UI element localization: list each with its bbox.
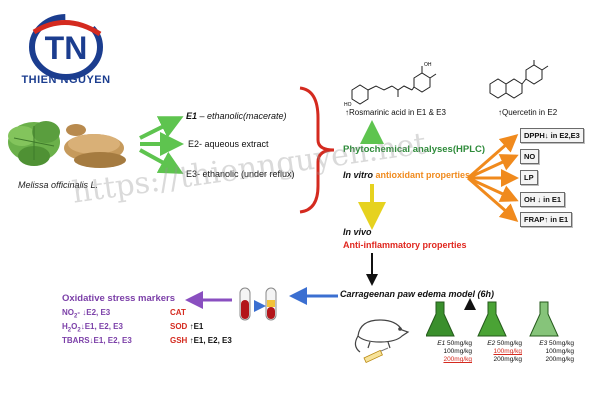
marker-h2o2: H2O2↓E1, E2, E3 — [62, 322, 123, 334]
doses-e2-d3: 200mg/kg — [493, 356, 522, 363]
doses-e2-d1: 50mg/kg — [495, 340, 522, 347]
assay-box-frap: FRAP↑ in E1 — [520, 212, 573, 227]
marker-gsh-label: GSH — [170, 336, 188, 345]
quercetin-structure — [484, 58, 554, 110]
whole-blood-tube — [239, 287, 251, 321]
in-vitro-label: In vitro antioxidant properties — [343, 170, 470, 180]
logo-initials: TN — [45, 30, 88, 66]
marker-sod: SOD ↑E1 — [170, 322, 203, 331]
carrageenan-label: Carrageenan paw edema model (6h) — [340, 289, 495, 299]
assay-box-dpph: DPPH↓ in E2,E3 — [520, 128, 584, 143]
doses-e2: E2 50mg/kg 100mg/kg 200mg/kg — [474, 340, 522, 364]
oxidative-title: Oxidative stress markers — [62, 293, 176, 304]
plant-species: Melissa officinalis — [18, 180, 89, 190]
assay-box-oh: OH ↓ in E1 — [520, 192, 566, 207]
arrow-to-e3 — [139, 148, 184, 174]
marker-h2o2-o: O — [71, 322, 78, 331]
rosmarinic-oh-label: OH — [424, 62, 432, 68]
plant-caption: Melissa officinalis L. — [18, 180, 98, 190]
marker-sod-label: SOD — [170, 322, 188, 331]
marker-h2o2-sub1: 2 — [67, 327, 72, 334]
marker-tbars: TBARS↓E1, E2, E3 — [62, 336, 132, 345]
antioxidant-label: antioxidant properties — [373, 170, 471, 180]
marker-gsh: GSH ↑E1, E2, E3 — [170, 336, 232, 345]
doses-e1-code: E1 — [437, 340, 446, 347]
herb-powder-bowl — [64, 124, 126, 168]
doses-e3-code: E3 — [539, 340, 548, 347]
marker-no2: NO2- ↓E2, E3 — [62, 308, 110, 320]
rosmarinic-acid-structure: HO OH — [342, 60, 452, 108]
in-vitro-prefix: In vitro — [343, 170, 374, 180]
beaker-e1-icon — [425, 301, 455, 337]
arrow-to-oh — [467, 176, 519, 202]
extract-e1-text: – ethanolic(macerate) — [197, 111, 287, 121]
doses-e3-line1: E3 50mg/kg — [526, 340, 574, 348]
anti-inflammatory-label: Anti-inflammatory properties — [343, 240, 467, 250]
marker-h2o2-change: ↓E1, E2, E3 — [80, 322, 123, 331]
marker-no2-symbol: NO — [62, 308, 74, 317]
doses-e1-d3: 200mg/kg — [443, 356, 472, 363]
doses-e3-d1: 50mg/kg — [547, 340, 574, 347]
marker-sod-change: ↑E1 — [189, 322, 204, 331]
hplc-label: Phytochemical analyses(HPLC) — [343, 144, 486, 155]
lemon-balm-leaves — [8, 121, 60, 166]
melissa-plant-image — [4, 108, 134, 180]
arrow-to-no — [467, 154, 519, 180]
extracts-bracket — [299, 86, 335, 214]
thien-nguyen-logo: TN — [14, 12, 118, 100]
marker-cat: CAT — [170, 308, 186, 317]
marker-h2o2-h: H — [62, 322, 68, 331]
doses-e1-d1: 50mg/kg — [445, 340, 472, 347]
rat-icon — [354, 319, 410, 353]
beaker-e3-icon — [529, 301, 559, 337]
marker-h2o2-sub2: 2 — [77, 327, 81, 334]
doses-e2-code: E2 — [487, 340, 496, 347]
plasma-tube — [265, 287, 277, 321]
extract-e2: E2- aqueous extract — [188, 139, 269, 149]
marker-no2-subscript: 2 — [74, 313, 78, 320]
arrow-to-e1 — [139, 116, 184, 140]
assay-box-no: NO — [520, 149, 540, 164]
blood-tubes — [236, 286, 282, 326]
doses-e2-d2: 100mg/kg — [493, 348, 522, 355]
beaker-e2-icon — [477, 301, 507, 337]
marker-no2-change: - ↓E2, E3 — [77, 308, 111, 317]
doses-e1: E1 50mg/kg 100mg/kg 200mg/kg — [424, 340, 472, 364]
extract-e1: E1 – ethanolic(macerate) — [186, 111, 287, 121]
in-vivo-label: In vivo — [343, 227, 372, 237]
quercetin-caption: ↑Quercetin in E2 — [498, 108, 558, 117]
doses-e3-d3: 200mg/kg — [545, 356, 574, 363]
assay-box-lp: LP — [520, 170, 538, 185]
doses-e1-d2: 100mg/kg — [443, 348, 472, 355]
doses-e3-d2: 100mg/kg — [545, 348, 574, 355]
extract-e3: E3- ethanolic (under reflux) — [186, 169, 295, 179]
plant-author: L. — [88, 180, 99, 190]
logo-name: THIEN NGUYEN — [21, 74, 111, 86]
doses-e3: E3 50mg/kg 100mg/kg 200mg/kg — [526, 340, 574, 364]
extract-beakers — [425, 300, 596, 340]
syringe-icon — [363, 347, 389, 364]
extract-e1-code: E1 — [186, 111, 198, 121]
arrow-to-dpph — [467, 134, 519, 180]
arrow-to-frap — [467, 176, 519, 222]
doses-e2-line1: E2 50mg/kg — [474, 340, 522, 348]
rat-and-syringe — [350, 306, 414, 368]
marker-gsh-change: ↑E1, E2, E3 — [189, 336, 232, 345]
rosmarinic-ho-label: HO — [344, 102, 352, 108]
rosmarinic-caption: ↑Rosmarinic acid in E1 & E3 — [345, 108, 446, 117]
doses-e1-line1: E1 50mg/kg — [424, 340, 472, 348]
